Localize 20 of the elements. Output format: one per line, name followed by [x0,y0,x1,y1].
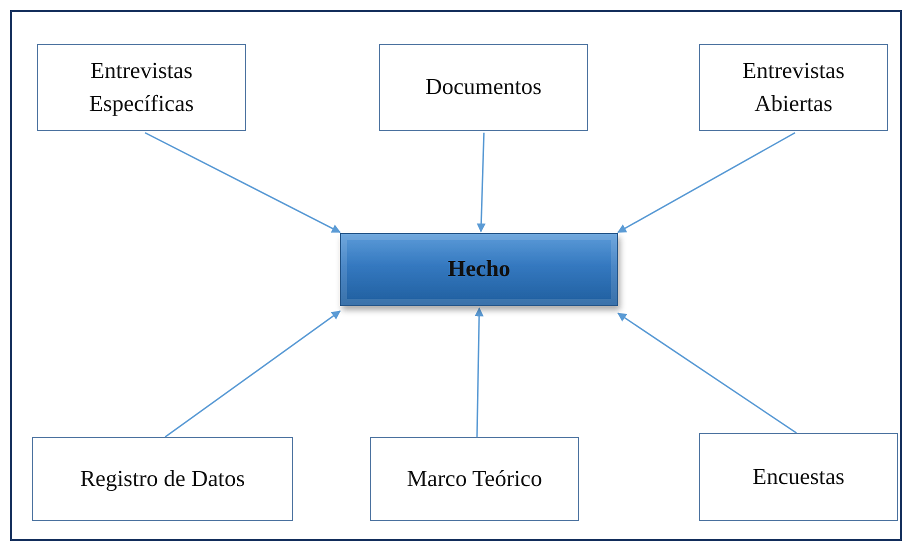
source-box [379,44,588,131]
node-label: Hecho [446,255,512,284]
central-box [340,233,618,306]
source-box [699,44,888,131]
arrow [476,132,486,232]
arrow [617,312,797,434]
arrow [144,132,341,233]
source-box [32,437,293,521]
arrow [617,132,796,233]
arrow [164,310,341,438]
node-label: Marco Teórico [406,464,544,493]
node-label: Registro de Datos [79,464,246,493]
source-box [699,433,898,521]
arrow [474,307,484,438]
source-box [370,437,579,521]
node-label: Entrevistas Específicas [88,57,195,118]
node-label: Entrevistas Abiertas [741,57,846,118]
node-label: Documentos [424,73,543,102]
source-box [37,44,246,131]
node-label: Encuestas [752,462,846,491]
